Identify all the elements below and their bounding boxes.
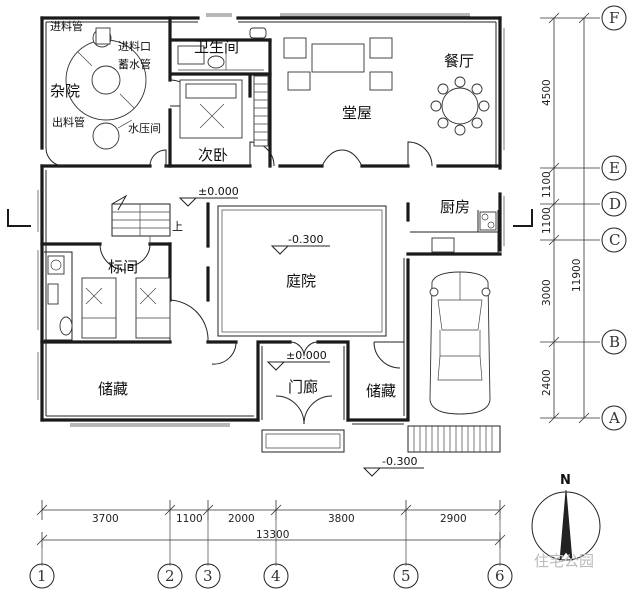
room-utility-yard: 杂院	[50, 82, 80, 100]
bathroom-fixtures	[177, 27, 267, 71]
standard-room-beds	[81, 277, 171, 339]
axis-x-5: 5	[401, 567, 411, 585]
bed-second-bedroom	[179, 79, 243, 139]
room-courtyard: 庭院	[286, 272, 316, 290]
label-storage-pipe: 蓄水管	[118, 57, 151, 71]
axis-y-D: D	[609, 195, 621, 213]
hall-furniture	[283, 37, 393, 91]
axis-y-E: E	[609, 159, 620, 177]
elevation-marks	[178, 197, 424, 477]
car	[429, 271, 491, 415]
dim-v-3: 1100	[541, 207, 553, 234]
room-kitchen: 厨房	[440, 198, 470, 216]
biogas-equipment	[65, 27, 147, 150]
dining-table	[430, 76, 490, 136]
label-discharge-pipe: 出料管	[52, 115, 85, 129]
elev-hall: ±0.000	[198, 185, 239, 198]
porch-steps	[261, 429, 345, 453]
dim-v-total: 11900	[571, 259, 583, 292]
dim-v-1: 4500	[541, 79, 553, 106]
room-second-bedroom: 次卧	[198, 146, 228, 164]
section-markers	[7, 209, 533, 227]
elev-porch: ±0.000	[286, 349, 327, 362]
courtyard	[217, 205, 387, 337]
room-standard: 标间	[108, 258, 138, 276]
axis-circles	[29, 5, 627, 589]
garage-ramp	[407, 425, 501, 453]
wall-inner-lines	[37, 13, 505, 427]
room-storage-left: 储藏	[98, 380, 128, 398]
north-label: N	[560, 473, 571, 488]
dim-h-1: 3700	[92, 513, 119, 525]
watermark: 住宅公园	[534, 552, 594, 570]
label-feed-inlet: 进料口	[118, 39, 151, 53]
stair	[111, 194, 171, 244]
axis-y-A: A	[608, 409, 620, 427]
kitchen-counter	[410, 210, 499, 254]
dim-h-2: 1100	[176, 513, 203, 525]
room-dining: 餐厅	[444, 52, 474, 70]
axis-y-F: F	[609, 9, 619, 27]
standard-room-bath	[44, 251, 73, 341]
dim-h-5: 2900	[440, 513, 467, 525]
room-storage-right: 储藏	[366, 382, 396, 400]
label-pressure-room: 水压间	[128, 122, 161, 135]
axis-x-4: 4	[271, 567, 281, 585]
label-feed-pipe: 进料管	[50, 19, 83, 33]
dimension-lines	[36, 12, 600, 566]
room-bathroom: 卫生间	[194, 38, 239, 56]
elev-outside: -0.300	[382, 455, 417, 468]
axis-x-1: 1	[37, 567, 47, 585]
axis-x-2: 2	[165, 567, 175, 585]
room-porch: 门廊	[288, 378, 318, 396]
axis-y-C: C	[609, 231, 620, 249]
dim-h-4: 3800	[328, 513, 355, 525]
elev-courtyard: -0.300	[288, 233, 323, 246]
labels: 卫生间 餐厅 堂屋 杂院 次卧 厨房 庭院 标间 储藏 储藏 门廊 进料管 进料…	[37, 9, 621, 585]
stair-up-label: 上	[172, 220, 183, 233]
dim-v-4: 3000	[541, 279, 553, 306]
axis-x-6: 6	[495, 567, 505, 585]
room-hall: 堂屋	[342, 104, 372, 122]
dim-v-2: 1100	[541, 171, 553, 198]
wardrobe	[253, 75, 269, 147]
north-arrow	[531, 489, 601, 562]
dim-h-total: 13300	[256, 529, 289, 541]
axis-x-3: 3	[203, 567, 213, 585]
dim-v-5: 2400	[541, 369, 553, 396]
axis-y-B: B	[609, 333, 620, 351]
dim-h-3: 2000	[228, 513, 255, 525]
